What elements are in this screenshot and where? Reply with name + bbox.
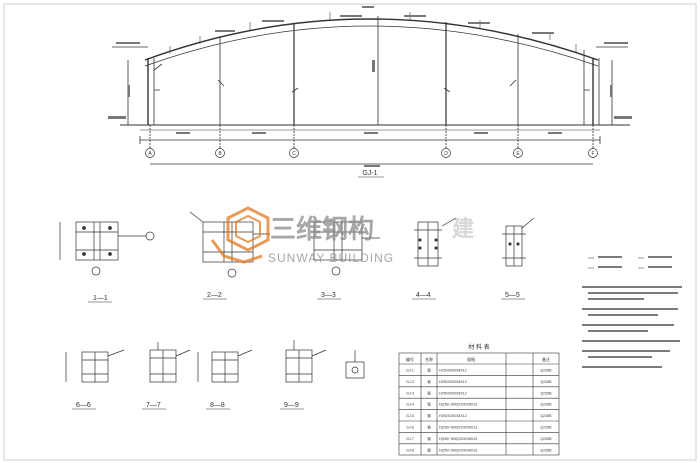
axis-label-a: A xyxy=(148,151,152,157)
axis-label-f: F xyxy=(591,151,594,157)
table-cell: Q235B xyxy=(540,414,552,418)
detail-4-4 xyxy=(414,217,457,267)
detail-3-3 xyxy=(313,221,380,276)
table-cell: 钢 xyxy=(427,436,431,441)
table-cell: GJ-3 xyxy=(406,391,414,395)
table-cell: Q235B xyxy=(540,369,552,373)
watermark-name-cn: 三维钢构 xyxy=(270,214,374,244)
table-cell: H250X200X8X12 xyxy=(439,391,467,395)
table-cell: GJ-7 xyxy=(406,437,414,441)
notes-text-blocks xyxy=(582,256,682,368)
main-frame-elevation xyxy=(112,16,630,165)
table-cell: H250X200X8X12 xyxy=(439,369,467,373)
table-cell: H(250~500)X200X8X10 xyxy=(439,448,477,452)
detail-9-9 xyxy=(285,340,327,383)
axis-label-e: E xyxy=(516,151,520,157)
section-label-5-5: 5—5 xyxy=(505,292,520,299)
arch-ticks xyxy=(169,12,577,54)
section-label-9-9: 9—9 xyxy=(284,402,299,409)
table-cell: 钢 xyxy=(427,413,431,418)
table-cell: 钢 xyxy=(427,379,431,384)
table-cell: 钢 xyxy=(427,368,431,373)
table-cell: 钢 xyxy=(427,425,431,430)
axis-label-b: B xyxy=(218,151,222,157)
table-header-no: 编号 xyxy=(406,356,414,362)
axis-label-c: C xyxy=(292,151,296,157)
table-cell: 钢 xyxy=(427,447,431,452)
section-label-4-4: 4—4 xyxy=(416,292,431,299)
table-cell: GJ-4 xyxy=(406,403,414,407)
table-cell: GJ-2 xyxy=(406,380,414,384)
table-cell: Q235B xyxy=(540,437,552,441)
table-cell: 钢 xyxy=(427,402,431,407)
section-label-2-2: 2—2 xyxy=(207,292,222,299)
table-cell: Q235B xyxy=(540,448,552,452)
material-table xyxy=(398,352,560,456)
table-cell: Q235B xyxy=(540,380,552,384)
table-cell: 钢 xyxy=(427,390,431,395)
arch-annotations xyxy=(108,6,632,167)
table-title: 材 料 表 xyxy=(468,343,489,351)
legend-notes xyxy=(588,257,644,269)
detail-8-8 xyxy=(197,349,253,383)
table-cell: GJ-8 xyxy=(406,448,414,452)
watermark-logo-icon xyxy=(210,206,270,264)
table-header-name: 名称 xyxy=(425,356,433,362)
watermark: 三维钢构 建 SUNWAY BUILDING xyxy=(210,206,474,265)
sheet-border xyxy=(3,3,697,461)
table-cell: GJ-5 xyxy=(406,414,414,418)
axis-label-d: D xyxy=(444,151,448,157)
watermark-name-en: SUNWAY BUILDING xyxy=(268,251,394,265)
section-label-3-3: 3—3 xyxy=(321,292,336,299)
table-cell: H(250~500)X200X8X12 xyxy=(439,403,477,407)
section-label-7-7: 7—7 xyxy=(146,402,161,409)
table-cell: H250X200X8X12 xyxy=(439,380,467,384)
section-label-6-6: 6—6 xyxy=(76,402,91,409)
table-cell: Q235B xyxy=(540,391,552,395)
detail-7-7 xyxy=(149,342,191,383)
section-label-8-8: 8—8 xyxy=(210,402,225,409)
table-cell: H(250~500)X200X8X10 xyxy=(439,437,477,441)
table-cell: H(250~500)X200X8X12 xyxy=(439,426,477,430)
table-cell: Q235B xyxy=(540,403,552,407)
table-header-note: 备注 xyxy=(542,356,550,362)
detail-6-6 xyxy=(65,349,125,383)
table-cell: GJ-1 xyxy=(406,369,414,373)
plate-detail xyxy=(345,350,365,379)
watermark-name-cn-tail: 建 xyxy=(452,216,474,241)
detail-1-1 xyxy=(59,221,155,276)
table-cell: GJ-6 xyxy=(406,426,414,430)
table-header-spec: 规格 xyxy=(467,356,475,362)
detail-5-5 xyxy=(502,217,535,267)
frame-title: GJ-1 xyxy=(362,170,377,177)
detail-2-2 xyxy=(189,211,270,278)
table-cell: H250X200X8X12 xyxy=(439,414,467,418)
section-label-1-1: 1—1 xyxy=(93,295,108,302)
axis-bubbles xyxy=(145,148,598,158)
table-cell: Q235B xyxy=(540,426,552,430)
